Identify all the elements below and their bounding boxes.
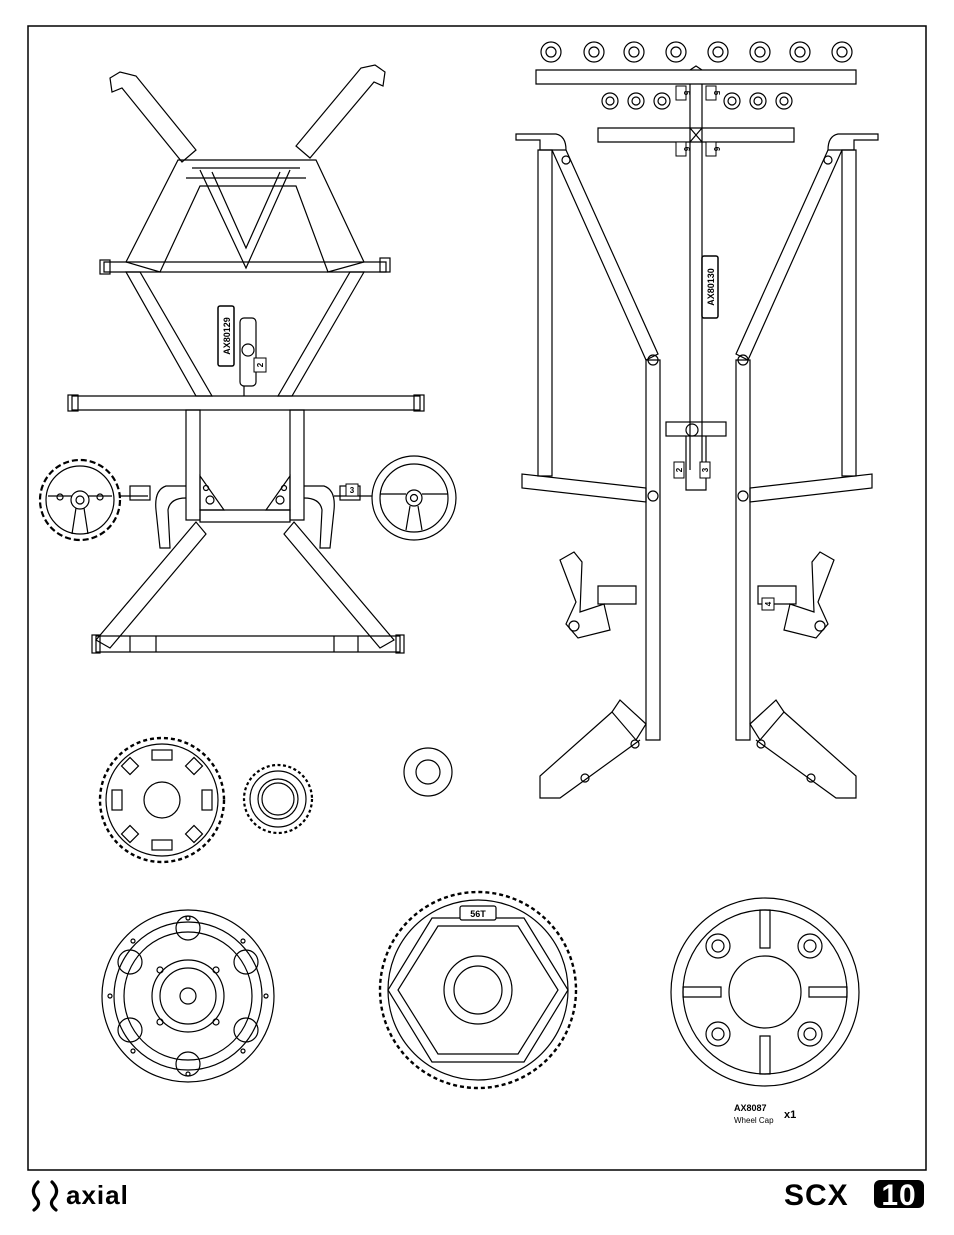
axial-wordmark: axial <box>66 1180 129 1210</box>
cage-tag-ax80130: AX80130 <box>702 256 718 318</box>
part-quantity: x1 <box>784 1109 796 1121</box>
marker-2-cage: 2 <box>256 362 265 367</box>
scx-wordmark: SCX <box>784 1179 849 1212</box>
cage-tag-text: AX80129 <box>222 317 232 355</box>
wheel-cap <box>671 898 859 1086</box>
steering-wheel-left <box>40 460 150 540</box>
steering-wheel-right <box>334 456 456 540</box>
gear-teeth-label: 56T <box>470 909 486 919</box>
part-callout: AX8087 Wheel Cap x1 <box>734 1103 796 1125</box>
marker-5-right: 5 <box>712 91 721 96</box>
pinion-gear <box>244 765 312 833</box>
roll-cage <box>68 65 424 653</box>
spur-gear-large <box>100 738 224 862</box>
spur-gear-56t <box>380 892 576 1088</box>
ring-rows <box>536 42 856 490</box>
sheet-border <box>28 26 926 1170</box>
marker-3-side: 3 <box>701 467 710 472</box>
scx-number: 10 <box>881 1179 916 1212</box>
marker-3-cage: 3 <box>350 486 355 495</box>
side-cage-tag-text: AX80130 <box>706 268 716 306</box>
marker-5-left: 5 <box>682 91 691 96</box>
part-name: Wheel Cap <box>734 1116 774 1125</box>
cage-tag-ax80129: AX80129 <box>218 306 234 366</box>
marker-6-right: 6 <box>712 147 721 152</box>
ring-row-top <box>541 42 852 62</box>
ring-row-middle <box>602 93 792 109</box>
part-number: AX8087 <box>734 1103 767 1113</box>
axial-logo: axial <box>33 1180 128 1210</box>
marker-2-side: 2 <box>675 467 684 472</box>
side-cage-left <box>516 134 660 798</box>
marker-4-side: 4 <box>764 601 773 606</box>
gear-teeth-badge: 56T <box>460 906 496 920</box>
wheel-rim <box>102 910 274 1082</box>
side-cage-right <box>736 134 878 798</box>
washer <box>404 748 452 796</box>
axial-mark-icon <box>33 1182 56 1210</box>
scx10-logo: SCX 10 <box>784 1179 924 1212</box>
marker-6-left: 6 <box>682 147 691 152</box>
